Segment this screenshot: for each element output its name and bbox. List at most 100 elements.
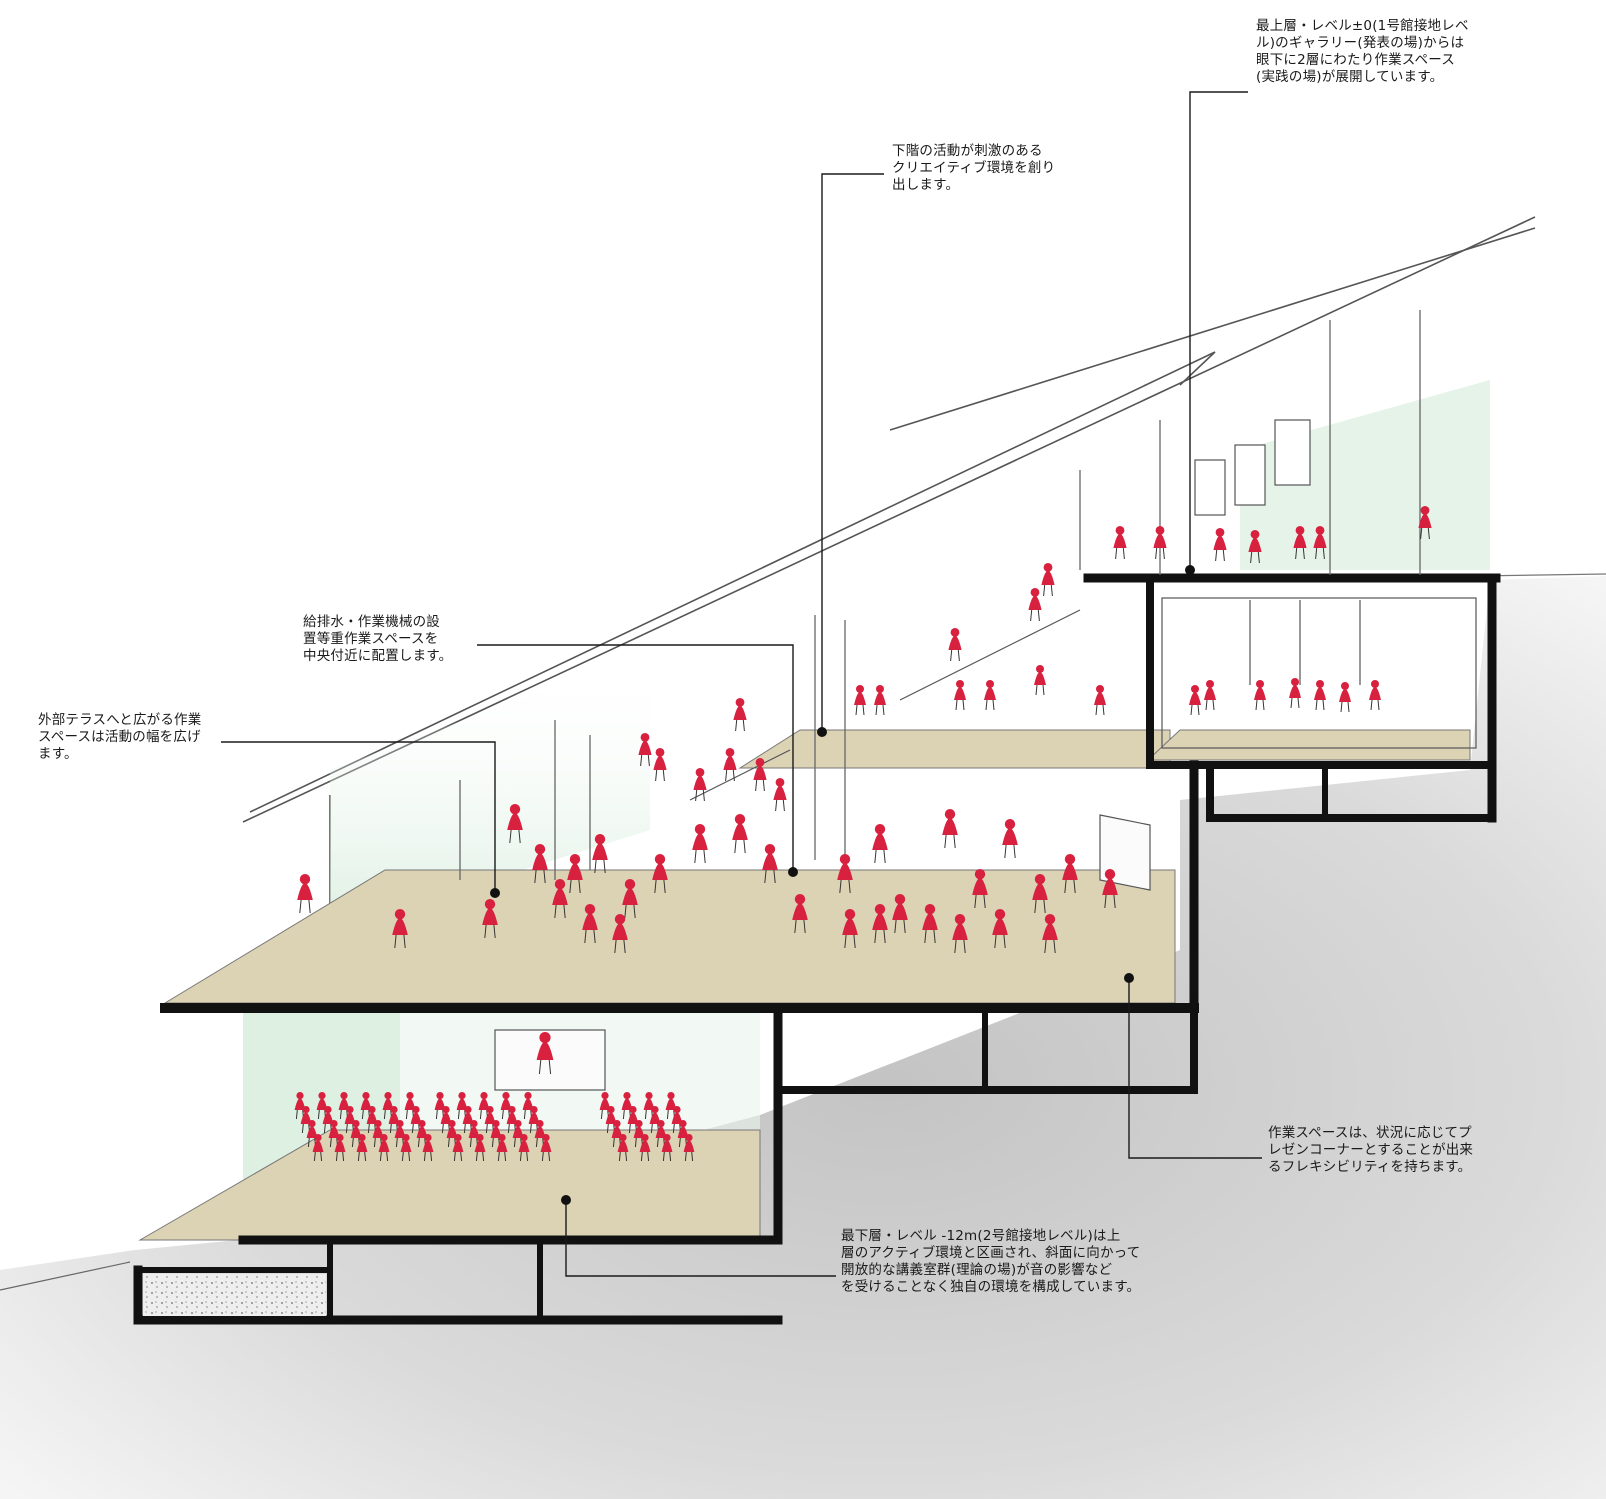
person-figure (992, 909, 1008, 949)
person-figure (1062, 854, 1078, 894)
main-floor (163, 869, 1176, 1004)
person-figure (482, 899, 498, 939)
person-figure (456, 1092, 468, 1120)
person-figure (312, 1134, 324, 1162)
person-figure (1034, 665, 1046, 696)
person-figure (652, 854, 668, 894)
person-figure (356, 1134, 368, 1162)
person-figure (500, 1092, 512, 1120)
mid-floor (738, 729, 1171, 769)
person-figure (693, 768, 707, 802)
floor-slabs (138, 729, 1471, 1241)
leader-dots (490, 565, 1195, 1205)
person-figure (294, 1092, 306, 1120)
person-figure (984, 680, 996, 711)
person-figure (372, 1120, 384, 1148)
annotation-line: るフレキシビリティを持ちます。 (1268, 1159, 1472, 1175)
person-figure (692, 824, 708, 864)
annotation-line: を受けることなく独自の環境を構成しています。 (841, 1279, 1141, 1295)
person-figure (599, 1092, 611, 1120)
person-figure (1369, 680, 1381, 711)
person-figure (452, 1134, 464, 1162)
person-figure (522, 1092, 534, 1120)
person-figure (892, 894, 908, 934)
person-figure (518, 1134, 530, 1162)
person-figure (665, 1092, 677, 1120)
person-figure (773, 778, 787, 812)
person-figure (410, 1106, 422, 1134)
person-figure (400, 1134, 412, 1162)
person-figure (605, 1106, 617, 1134)
person-figure (394, 1120, 406, 1148)
annotation-line: 給排水・作業機械の設 (303, 614, 440, 630)
person-figure (872, 904, 888, 944)
person-figure (1248, 530, 1262, 564)
person-figure (360, 1092, 372, 1120)
person-figure (582, 904, 598, 944)
lower-gallery-room (1161, 597, 1477, 749)
person-figure (874, 685, 886, 716)
person-figure (622, 879, 638, 919)
annotation-line: 置等重作業スペースを (303, 631, 439, 647)
person-figure (1042, 914, 1058, 954)
gravel-fill (143, 1274, 326, 1316)
person-figure (723, 748, 737, 782)
person-figure (1314, 680, 1326, 711)
person-figure (540, 1134, 552, 1162)
person-figure (677, 1120, 689, 1148)
annotation-line: 開放的な講義室群(理論の場)が音の影響など (841, 1262, 1113, 1278)
person-figure (753, 758, 767, 792)
leader-lines (221, 91, 1262, 1277)
person-figure (1293, 526, 1307, 560)
person-figure (671, 1106, 683, 1134)
person-figure (1289, 678, 1301, 709)
person-figure (1189, 685, 1201, 716)
annotation-heavy-work-space: 給排水・作業機械の設 置等重作業スペースを 中央付近に配置します。 (303, 614, 452, 665)
person-figure (592, 834, 608, 874)
annotation-line: 作業スペースは、状況に応じてプ (1268, 1125, 1472, 1141)
annotation-line: 中央付近に配置します。 (303, 648, 453, 664)
person-figure (297, 874, 313, 914)
person-figure (334, 1134, 346, 1162)
annotation-top-gallery: 最上層・レベル±0(1号館接地レベ ル)のギャラリー(発表の場)からは 眼下に2… (1256, 18, 1469, 86)
people-figures (294, 506, 1432, 1162)
annotation-line: 層のアクティブ環境と区画され、斜面に向かって (841, 1245, 1141, 1261)
terrain (0, 573, 1606, 1499)
annotation-line: ます。 (38, 746, 78, 762)
person-figure (468, 1120, 480, 1148)
person-figure (300, 1106, 312, 1134)
annotation-line: 眼下に2層にわたり作業スペース (1256, 52, 1455, 68)
person-figure (1102, 869, 1118, 909)
person-figure (392, 909, 408, 949)
person-figure (1041, 563, 1055, 597)
person-figure (350, 1120, 362, 1148)
person-figure (633, 1120, 645, 1148)
annotation-line: 最上層・レベル±0(1号館接地レベ (1256, 18, 1469, 34)
person-figure (762, 844, 778, 884)
person-figure (536, 1032, 554, 1075)
hanging-panels (1194, 419, 1311, 516)
person-figure (382, 1092, 394, 1120)
annotation-line: 外部テラスへと広がる作業 (38, 712, 202, 728)
person-figure (948, 628, 962, 662)
person-figure (328, 1120, 340, 1148)
person-figure (1213, 528, 1227, 562)
person-figure (837, 854, 853, 894)
annotation-line: スペースは活動の幅を広げ (38, 729, 201, 745)
person-figure (972, 869, 988, 909)
person-figure (496, 1134, 508, 1162)
person-figure (854, 685, 866, 716)
annotation-line: 出します。 (892, 177, 960, 193)
person-figure (474, 1134, 486, 1162)
person-figure (1028, 588, 1042, 622)
columns (459, 310, 1421, 880)
person-figure (484, 1106, 496, 1134)
person-figure (732, 814, 748, 854)
annotation-line: レゼンコーナーとすることが出来 (1268, 1142, 1474, 1158)
annotation-line: 下階の活動が刺激のある (892, 143, 1043, 159)
person-figure (661, 1134, 673, 1162)
structure (133, 573, 1501, 1325)
annotation-line: クリエイティブ環境を創り (892, 160, 1056, 176)
person-figure (378, 1134, 390, 1162)
person-figure (792, 894, 808, 934)
